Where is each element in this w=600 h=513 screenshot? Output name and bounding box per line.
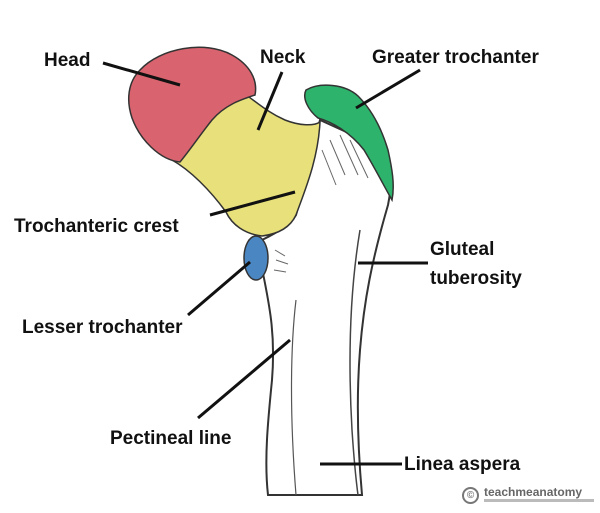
leader-greater-trochanter	[355, 68, 421, 110]
label-gluteal-line2: tuberosity	[430, 268, 522, 289]
leader-trochanteric-crest	[209, 190, 296, 217]
copyright-icon: ©	[462, 487, 479, 504]
leader-head	[102, 61, 181, 87]
leader-lines	[102, 61, 428, 466]
watermark: © teachmeanatomy	[462, 485, 594, 509]
watermark-tagline	[484, 499, 594, 502]
label-pectineal-line: Pectineal line	[110, 428, 232, 449]
label-neck: Neck	[260, 47, 306, 68]
label-gluteal-line1: Gluteal	[430, 239, 495, 260]
label-greater-trochanter: Greater trochanter	[372, 47, 539, 68]
leader-pectineal-line	[197, 338, 291, 420]
greater-trochanter-region	[304, 84, 394, 203]
bone-texture	[273, 134, 369, 273]
watermark-brand: teachmeanatomy	[484, 485, 583, 499]
label-linea-aspera: Linea aspera	[404, 454, 521, 475]
head-region	[127, 46, 257, 163]
label-trochanteric-crest: Trochanteric crest	[14, 216, 179, 237]
label-head: Head	[44, 50, 91, 71]
leader-lesser-trochanter	[187, 260, 251, 317]
lesser-trochanter-region	[243, 235, 269, 281]
leader-neck	[256, 71, 284, 131]
label-lesser-trochanter: Lesser trochanter	[22, 317, 183, 338]
